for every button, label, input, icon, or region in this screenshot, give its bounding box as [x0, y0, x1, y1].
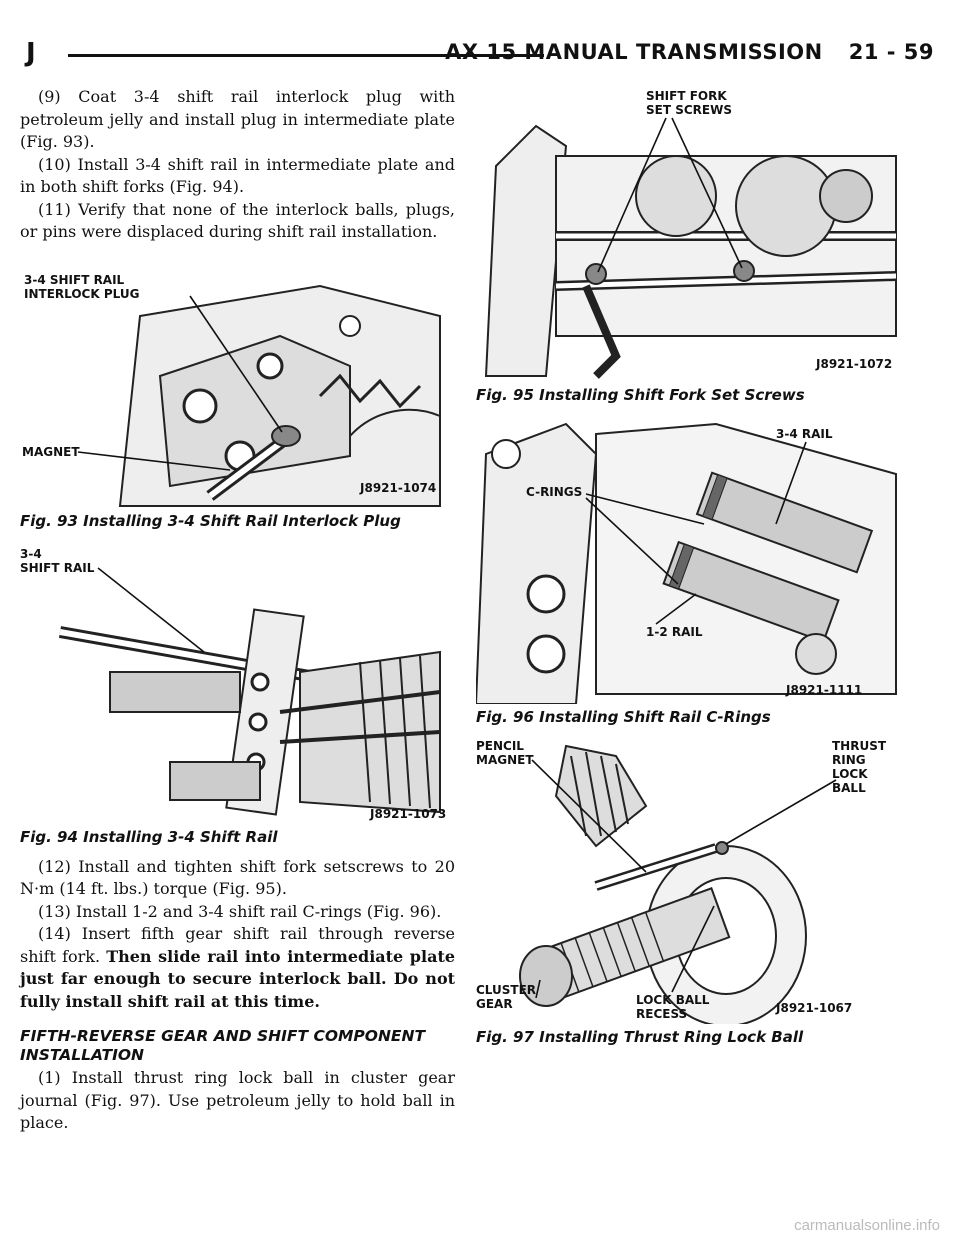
- fig97-label-thrust-4: BALL: [832, 781, 866, 795]
- header-title: AX 15 MANUAL TRANSMISSION: [445, 40, 823, 64]
- page-number: 21 - 59: [848, 40, 934, 64]
- watermark: carmanualsonline.info: [794, 1217, 940, 1234]
- page-header: J AX 15 MANUAL TRANSMISSION 21 - 59: [26, 38, 934, 72]
- fig93-code: J8921-1074: [359, 481, 436, 495]
- figure-93-illustration: 3-4 SHIFT RAIL INTERLOCK PLUG MAGNET J89…: [20, 255, 450, 508]
- fig95-caption: Fig. 95 Installing Shift Fork Set Screws: [476, 386, 805, 404]
- figure-97-illustration: PENCIL MAGNET THRUST RING LOCK BALL CLUS…: [476, 736, 906, 1024]
- fig96-leader-34rail: [775, 441, 807, 525]
- fig93-label-plug-2: INTERLOCK PLUG: [24, 287, 139, 301]
- fig97-label-thrust-1: THRUST: [832, 739, 887, 753]
- step-12: (12) Install and tighten shift fork sets…: [20, 856, 455, 899]
- fig96-leader-crings-2: [585, 497, 679, 585]
- section-step-1: (1) Install thrust ring lock ball in clu…: [20, 1068, 455, 1132]
- section-title: FIFTH-REVERSE GEAR AND SHIFT COMPONENT I…: [20, 1027, 426, 1064]
- fig93-label-magnet: MAGNET: [22, 445, 80, 459]
- fig95-label-setscrews-2: SET SCREWS: [646, 103, 732, 117]
- header-rule: [68, 54, 544, 57]
- fig97-code: J8921-1067: [775, 1001, 852, 1015]
- figure-93: 3-4 SHIFT RAIL INTERLOCK PLUG MAGNET J89…: [20, 255, 455, 530]
- left-column: (9) Coat 3-4 shift rail interlock plug w…: [20, 86, 455, 1135]
- fig97-leader-cluster: [535, 979, 541, 999]
- step-13: (13) Install 1-2 and 3-4 shift rail C-ri…: [38, 901, 442, 921]
- figure-95: SHIFT FORK SET SCREWS J8921-1072 Fig. 95…: [476, 86, 911, 404]
- steps-12-14: (12) Install and tighten shift fork sets…: [20, 856, 455, 1014]
- fig97-label-magnet-2: MAGNET: [476, 753, 534, 767]
- fig95-leader-1: [597, 117, 667, 273]
- figure-94: 3-4 SHIFT RAIL J8921-1073 Fig. 94 Instal…: [20, 541, 455, 846]
- step-10: (10) Install 3-4 shift rail in intermedi…: [20, 154, 455, 197]
- fig93-leader-plug: [189, 295, 283, 432]
- fig93-caption: Fig. 93 Installing 3-4 Shift Rail Interl…: [20, 511, 401, 530]
- right-column: SHIFT FORK SET SCREWS J8921-1072 Fig. 95…: [476, 86, 911, 1046]
- fig97-label-recess-1: LOCK BALL: [636, 993, 710, 1007]
- fig94-leader-rail: [97, 566, 205, 653]
- fig97-label-magnet-1: PENCIL: [476, 739, 524, 753]
- fig97-label-thrust-2: RING: [832, 753, 866, 767]
- fig93-label-plug-1: 3-4 SHIFT RAIL: [24, 273, 125, 287]
- figure-96-illustration: 3-4 RAIL C-RINGS 1-2 RAIL J8921-1111: [476, 414, 906, 704]
- figure-97: PENCIL MAGNET THRUST RING LOCK BALL CLUS…: [476, 736, 911, 1046]
- step-9: (9) Coat 3-4 shift rail interlock plug w…: [20, 87, 455, 151]
- fig96-leader-12rail: [655, 593, 697, 625]
- step-14-warning: Then slide rail into intermediate plate …: [20, 946, 456, 1011]
- fig95-label-setscrews-1: SHIFT FORK: [646, 89, 727, 103]
- fig97-label-recess-2: RECESS: [636, 1007, 687, 1021]
- fig97-caption: Fig. 97 Installing Thrust Ring Lock Ball: [476, 1028, 804, 1046]
- fig97-leader-magnet: [531, 759, 647, 873]
- fig96-label-crings: C-RINGS: [526, 485, 582, 499]
- fig94-label-rail-2: SHIFT RAIL: [20, 561, 95, 575]
- fig95-code: J8921-1072: [815, 357, 892, 371]
- fig93-leader-magnet: [77, 450, 231, 471]
- fig96-label-12rail: 1-2 RAIL: [646, 625, 703, 639]
- header-letter: J: [26, 38, 36, 68]
- fig95-leader-2: [671, 117, 743, 269]
- fig96-caption: Fig. 96 Installing Shift Rail C-Rings: [476, 708, 771, 726]
- fig94-caption: Fig. 94 Installing 3-4 Shift Rail: [20, 827, 278, 846]
- fig96-code: J8921-1111: [785, 683, 862, 697]
- figure-96: 3-4 RAIL C-RINGS 1-2 RAIL J8921-1111 Fig…: [476, 414, 911, 726]
- step-11: (11) Verify that none of the interlock b…: [20, 199, 455, 242]
- fig97-label-cluster-2: GEAR: [476, 997, 513, 1011]
- fig94-code: J8921-1073: [369, 807, 446, 821]
- fig96-leader-crings-1: [585, 493, 705, 525]
- fig97-leader-recess: [671, 905, 715, 993]
- step-14-text: (14) Insert fifth gear shift rail throug…: [20, 924, 455, 966]
- fig94-label-rail-1: 3-4: [20, 547, 42, 561]
- step-14: (14) Insert fifth gear shift rail throug…: [20, 923, 455, 1013]
- fig97-leader-thrust: [725, 779, 837, 845]
- figure-95-illustration: SHIFT FORK SET SCREWS J8921-1072: [476, 86, 906, 382]
- fig97-label-cluster-1: CLUSTER: [476, 983, 536, 997]
- header-title-block: AX 15 MANUAL TRANSMISSION 21 - 59: [445, 40, 934, 64]
- fig97-label-thrust-3: LOCK: [832, 767, 868, 781]
- figure-94-illustration: 3-4 SHIFT RAIL J8921-1073: [20, 541, 450, 824]
- fig96-label-34rail: 3-4 RAIL: [776, 427, 833, 441]
